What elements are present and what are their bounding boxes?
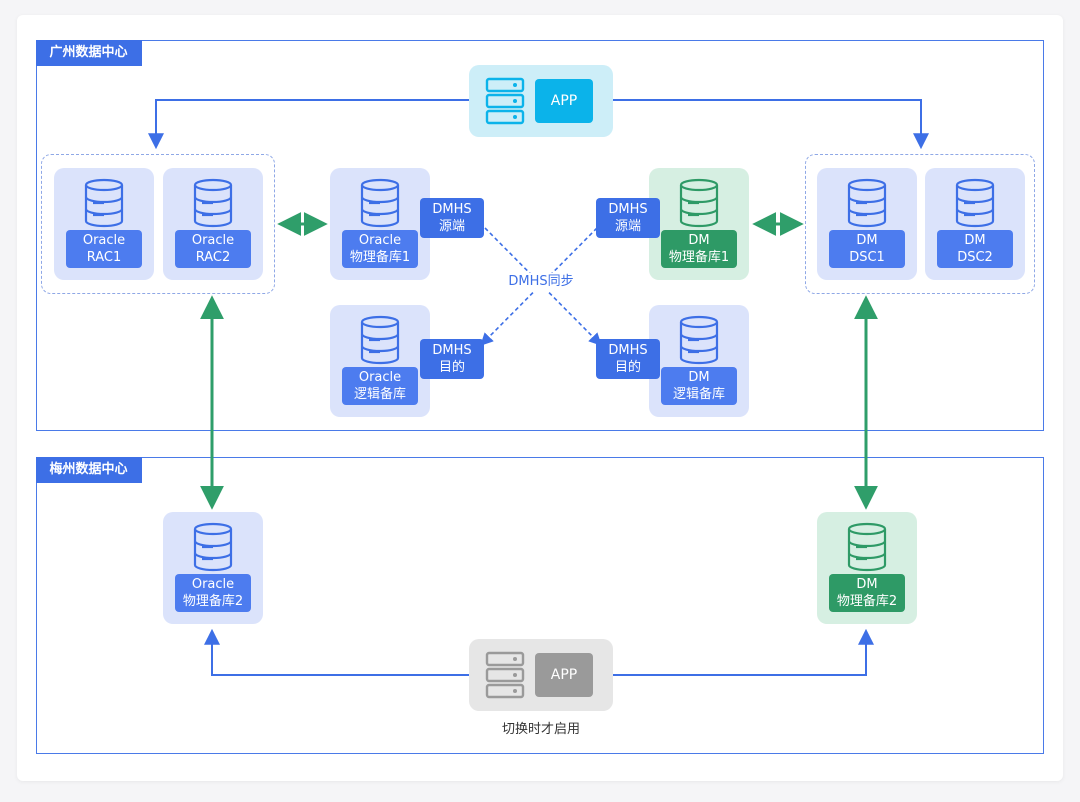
meizhou-datacenter-title: 梅州数据中心 — [35, 456, 142, 483]
database-icon — [955, 178, 995, 228]
database-icon — [360, 178, 400, 228]
server-rack-icon — [485, 77, 525, 125]
database-icon — [679, 315, 719, 365]
guangzhou-datacenter-title: 广州数据中心 — [35, 39, 142, 66]
database-icon — [193, 522, 233, 572]
active-app-server[interactable]: APP — [469, 65, 613, 137]
dmhs-sync-label: DMHS同步 — [503, 273, 579, 291]
standby-app-label: APP — [535, 653, 593, 697]
standby-app-server[interactable]: APP — [469, 639, 613, 711]
meizhou-datacenter: 梅州数据中心 — [35, 456, 1044, 754]
app-to-oracle-rac-arrow — [148, 99, 470, 150]
standby-app-caption: 切换时才启用 — [501, 722, 580, 737]
database-icon — [360, 315, 400, 365]
guangzhou-datacenter: 广州数据中心 — [35, 39, 1044, 431]
oracle-source-to-dm-target-sync — [484, 227, 602, 346]
standby-app-to-dm-phys2-arrow — [612, 628, 874, 676]
standby-app-to-oracle-phys2-arrow — [204, 628, 470, 676]
active-app-label: APP — [535, 79, 593, 123]
app-to-dm-dsc-arrow — [612, 99, 929, 150]
oracle-rac-cluster — [41, 154, 275, 294]
dm-dsc-cluster — [805, 154, 1035, 294]
server-rack-icon — [485, 651, 525, 699]
database-icon — [847, 178, 887, 228]
database-icon — [679, 178, 719, 228]
database-icon — [84, 178, 124, 228]
dm-source-to-oracle-target-sync — [480, 227, 598, 346]
database-icon — [193, 178, 233, 228]
database-icon — [847, 522, 887, 572]
